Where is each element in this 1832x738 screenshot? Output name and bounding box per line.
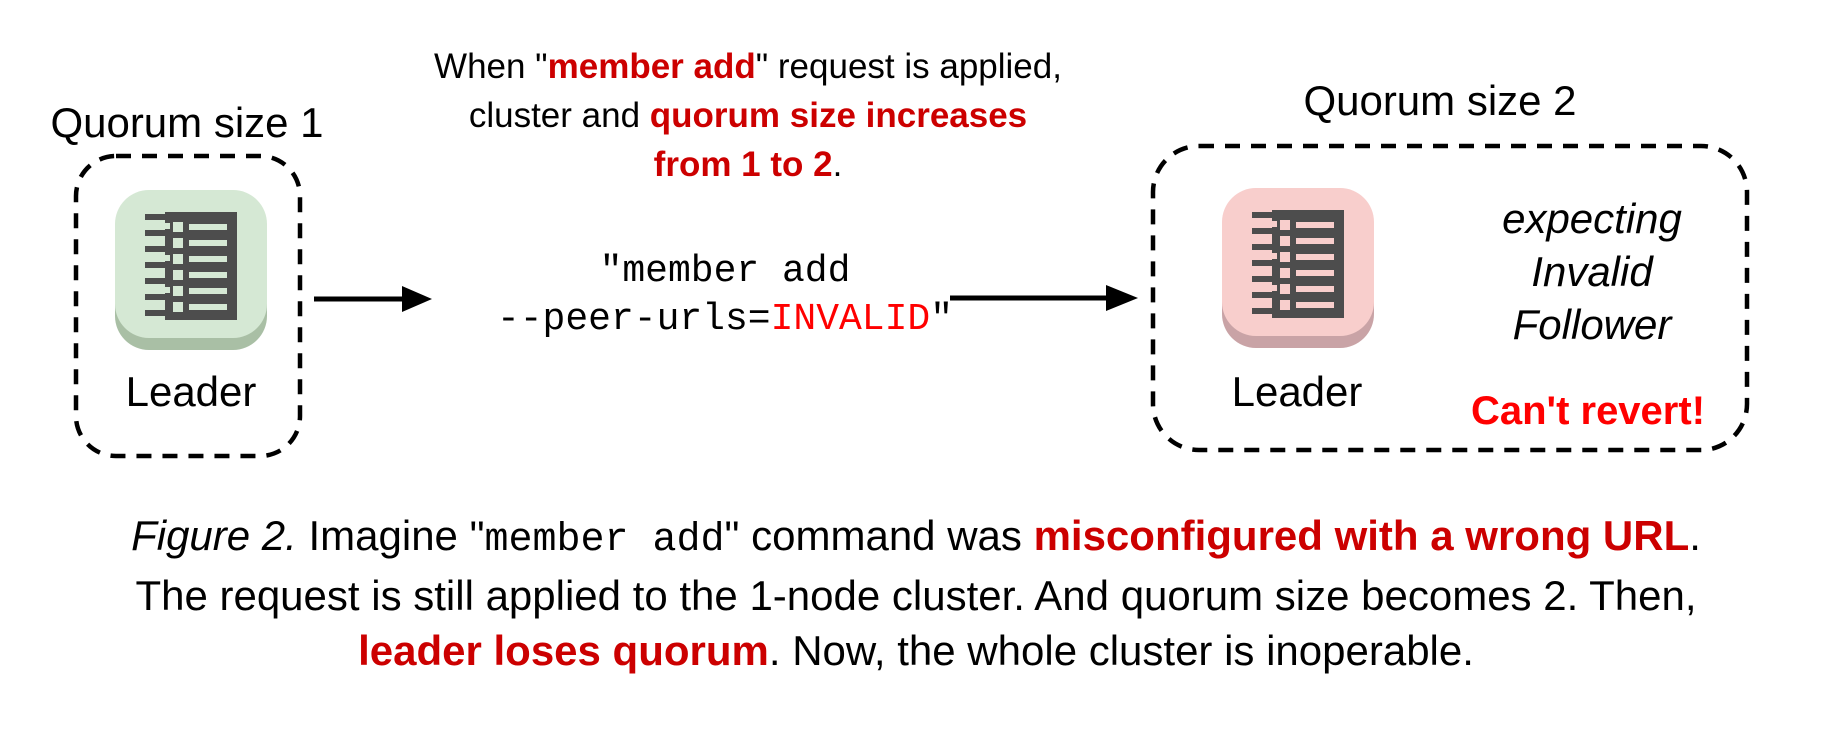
heading-text: cluster and <box>468 96 650 135</box>
caption-text: The request is still applied to the 1-no… <box>135 572 1697 619</box>
right-leader-label: Leader <box>1231 368 1363 415</box>
expecting-invalid-follower-note: expecting Invalid Follower <box>1442 192 1742 351</box>
heading-highlight-quorum: quorum size increases <box>649 96 1028 135</box>
dashed-border <box>1150 143 1750 453</box>
figure-caption: Figure 2. Imagine "member add" command w… <box>0 508 1832 678</box>
caption-highlight-loses-quorum: leader loses quorum <box>358 627 769 674</box>
cant-revert-warning: Can't revert! <box>1470 389 1706 433</box>
command-invalid-value: INVALID <box>770 298 931 341</box>
caption-text: . Now, the whole cluster is inoperable. <box>768 627 1474 674</box>
member-add-command: "member add --peer-urls=INVALID" <box>415 248 1035 344</box>
dashed-border <box>73 153 303 459</box>
expecting-line: Invalid <box>1531 248 1653 295</box>
left-leader-label: Leader <box>125 368 257 415</box>
ledger-list-icon <box>1252 210 1344 318</box>
figure-number: Figure 2. <box>131 512 297 559</box>
command-text: "member add <box>599 250 851 293</box>
heading-line-2: cluster and quorum size increases <box>388 91 1108 140</box>
caption-line-2: The request is still applied to the 1-no… <box>0 568 1832 623</box>
command-text: --peer-urls= <box>496 298 771 341</box>
heading-line-1: When "member add" request is applied, <box>388 42 1108 91</box>
caption-line-1: Figure 2. Imagine "member add" command w… <box>0 508 1832 568</box>
heading-text: " request is applied, <box>755 47 1062 86</box>
leader-node-pink-icon <box>1222 188 1374 348</box>
transition-heading: When "member add" request is applied, cl… <box>388 42 1108 189</box>
ledger-list-icon <box>145 212 237 320</box>
left-quorum-boundary <box>73 153 303 459</box>
command-line-2: --peer-urls=INVALID" <box>415 296 1035 344</box>
left-cluster-title: Quorum size 1 <box>50 99 324 146</box>
right-cluster-title: Quorum size 2 <box>1303 77 1577 124</box>
expecting-line: Follower <box>1512 301 1672 348</box>
command-line-1: "member add <box>415 248 1035 296</box>
heading-line-3: from 1 to 2. <box>388 140 1108 189</box>
caption-highlight-misconfigured: misconfigured with a wrong URL <box>1033 512 1690 559</box>
caption-text: " command was <box>724 512 1034 559</box>
arrow-right-icon <box>314 286 432 312</box>
caption-line-3: leader loses quorum. Now, the whole clus… <box>0 623 1832 678</box>
command-text: " <box>930 298 954 341</box>
caption-text: . <box>1689 512 1701 559</box>
heading-highlight-from-1-to-2: from 1 to 2 <box>653 145 833 184</box>
expecting-line: expecting <box>1502 195 1682 242</box>
caption-code-member-add: member add <box>484 518 725 563</box>
leader-node-green-icon <box>115 190 267 350</box>
caption-text: Imagine " <box>296 512 485 559</box>
heading-text: When " <box>434 47 548 86</box>
arrow-right-icon <box>950 285 1138 311</box>
right-quorum-boundary <box>1150 143 1750 453</box>
heading-text: . <box>832 145 843 184</box>
heading-highlight-member-add: member add <box>547 47 756 86</box>
